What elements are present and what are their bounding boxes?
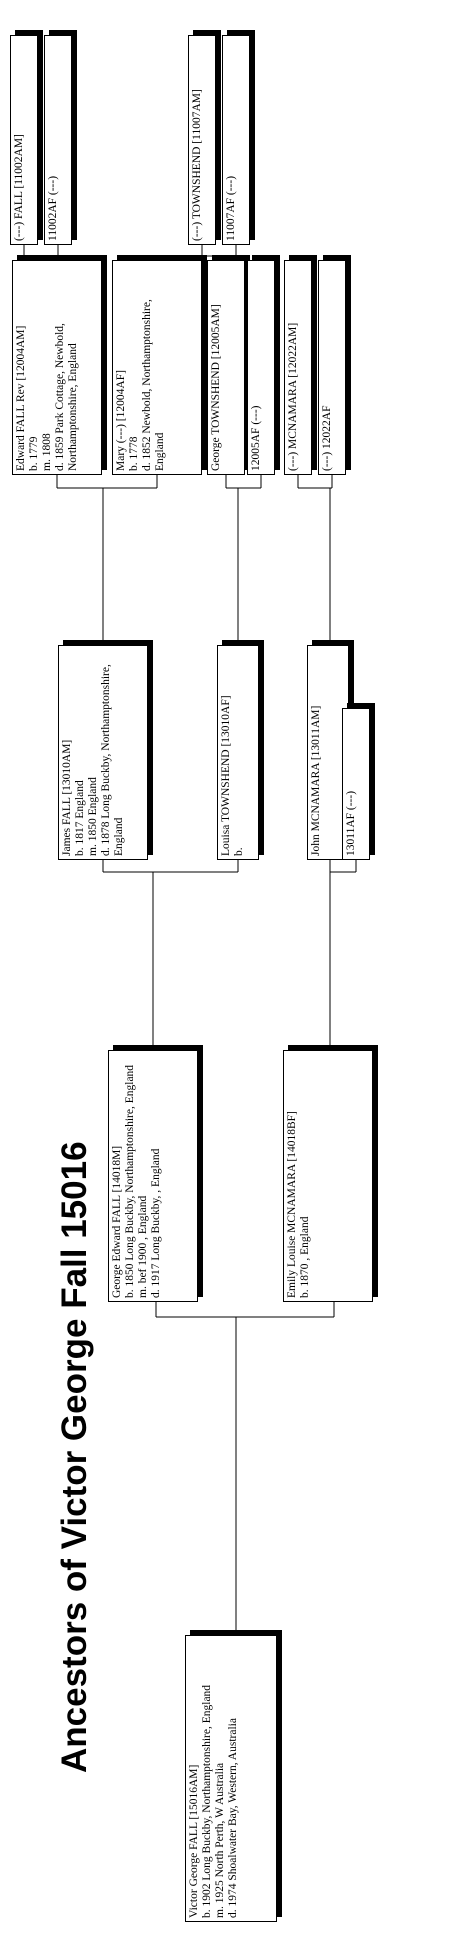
person-card-p13[interactable]: (---) 12022AF <box>318 260 346 475</box>
person-fact: d. 1852 Newbold, Northamptonshire, Engla… <box>141 299 166 471</box>
person-fact: b. 1778 <box>128 436 140 472</box>
connector-line <box>56 475 158 645</box>
person-fact: m. 1925 North Perth, W Australia <box>214 1762 226 1918</box>
person-fact: m. 1808 <box>41 433 53 471</box>
person-name: (---) MCNAMARA [12022AM] <box>287 322 299 471</box>
person-fact: b. <box>233 847 245 856</box>
person-fact: b. 1779 <box>28 436 40 472</box>
person-fact: b. 1817 England <box>74 780 86 856</box>
person-name: Louisa TOWNSHEND [13010AF] <box>220 695 232 856</box>
person-fact: b. 1850 Long Buckby, Northamptonshire, E… <box>124 1064 136 1298</box>
person-fact: b. 1870 , England <box>299 1216 311 1298</box>
person-card-p11[interactable]: 12005AF (---) <box>247 260 275 475</box>
person-name: 12005AF (---) <box>250 405 262 471</box>
person-name: James FALL [13010AM] <box>61 739 73 856</box>
person-card-p1[interactable]: Victor George FALL [15016AM]b. 1902 Long… <box>185 1635 277 1922</box>
person-card-p3[interactable]: Emily Louise MCNAMARA [14018BF]b. 1870 ,… <box>283 1050 373 1302</box>
person-card-p20[interactable]: (---) TOWNSHEND [11007AM] <box>188 35 216 245</box>
person-name: John MCNAMARA [13011AM] <box>310 705 322 856</box>
person-card-p16[interactable]: (---) FALL [11002AM] <box>10 35 38 245</box>
person-card-p5[interactable]: Louisa TOWNSHEND [13010AF]b. <box>217 645 259 860</box>
person-name: 11002AF (---) <box>47 175 59 241</box>
connector-line <box>225 475 262 645</box>
connector-line <box>155 1302 335 1635</box>
person-name: 11007AF (---) <box>225 175 237 241</box>
connector-line <box>329 860 357 1050</box>
person-fact: m. 1850 England <box>87 777 99 856</box>
person-card-p17[interactable]: 11002AF (---) <box>44 35 72 245</box>
person-name: Victor George FALL [15016AM] <box>188 1764 200 1918</box>
person-fact: m. bef 1900 , England <box>137 1195 149 1298</box>
connector-line <box>102 860 239 1050</box>
person-name: Emily Louise MCNAMARA [14018BF] <box>286 1111 298 1298</box>
person-name: Edward FALL Rev [12004AM] <box>15 325 27 471</box>
person-card-p12[interactable]: (---) MCNAMARA [12022AM] <box>284 260 312 475</box>
person-fact: d. 1878 Long Buckby, Northamptonshire, E… <box>100 664 125 856</box>
person-card-p7[interactable]: 13011AF (---) <box>342 708 370 860</box>
person-card-p2[interactable]: George Edward FALL [14018M]b. 1850 Long … <box>108 1050 198 1302</box>
person-name: (---) TOWNSHEND [11007AM] <box>191 89 203 241</box>
person-card-p21[interactable]: 11007AF (---) <box>222 35 250 245</box>
person-name: George TOWNSHEND [12005AM] <box>210 304 222 471</box>
connector-line <box>297 475 333 645</box>
person-name: 13011AF (---) <box>345 790 357 856</box>
person-fact: d. 1917 Long Buckby, , England <box>150 1148 162 1298</box>
person-name: Mary (---) [12004AF] <box>115 370 127 471</box>
person-name: (---) FALL [11002AM] <box>13 134 25 241</box>
person-card-p10[interactable]: George TOWNSHEND [12005AM] <box>207 260 245 475</box>
person-name: George Edward FALL [14018M] <box>111 1145 123 1298</box>
person-fact: b. 1902 Long Buckby, Northamptonshire, E… <box>201 1684 213 1918</box>
person-name: (---) 12022AF <box>321 405 333 471</box>
person-fact: d. 1859 Park Cottage, Newbold, Northampt… <box>54 323 79 471</box>
person-fact: d. 1974 Shoalwater Bay, Western, Austral… <box>227 1718 239 1918</box>
